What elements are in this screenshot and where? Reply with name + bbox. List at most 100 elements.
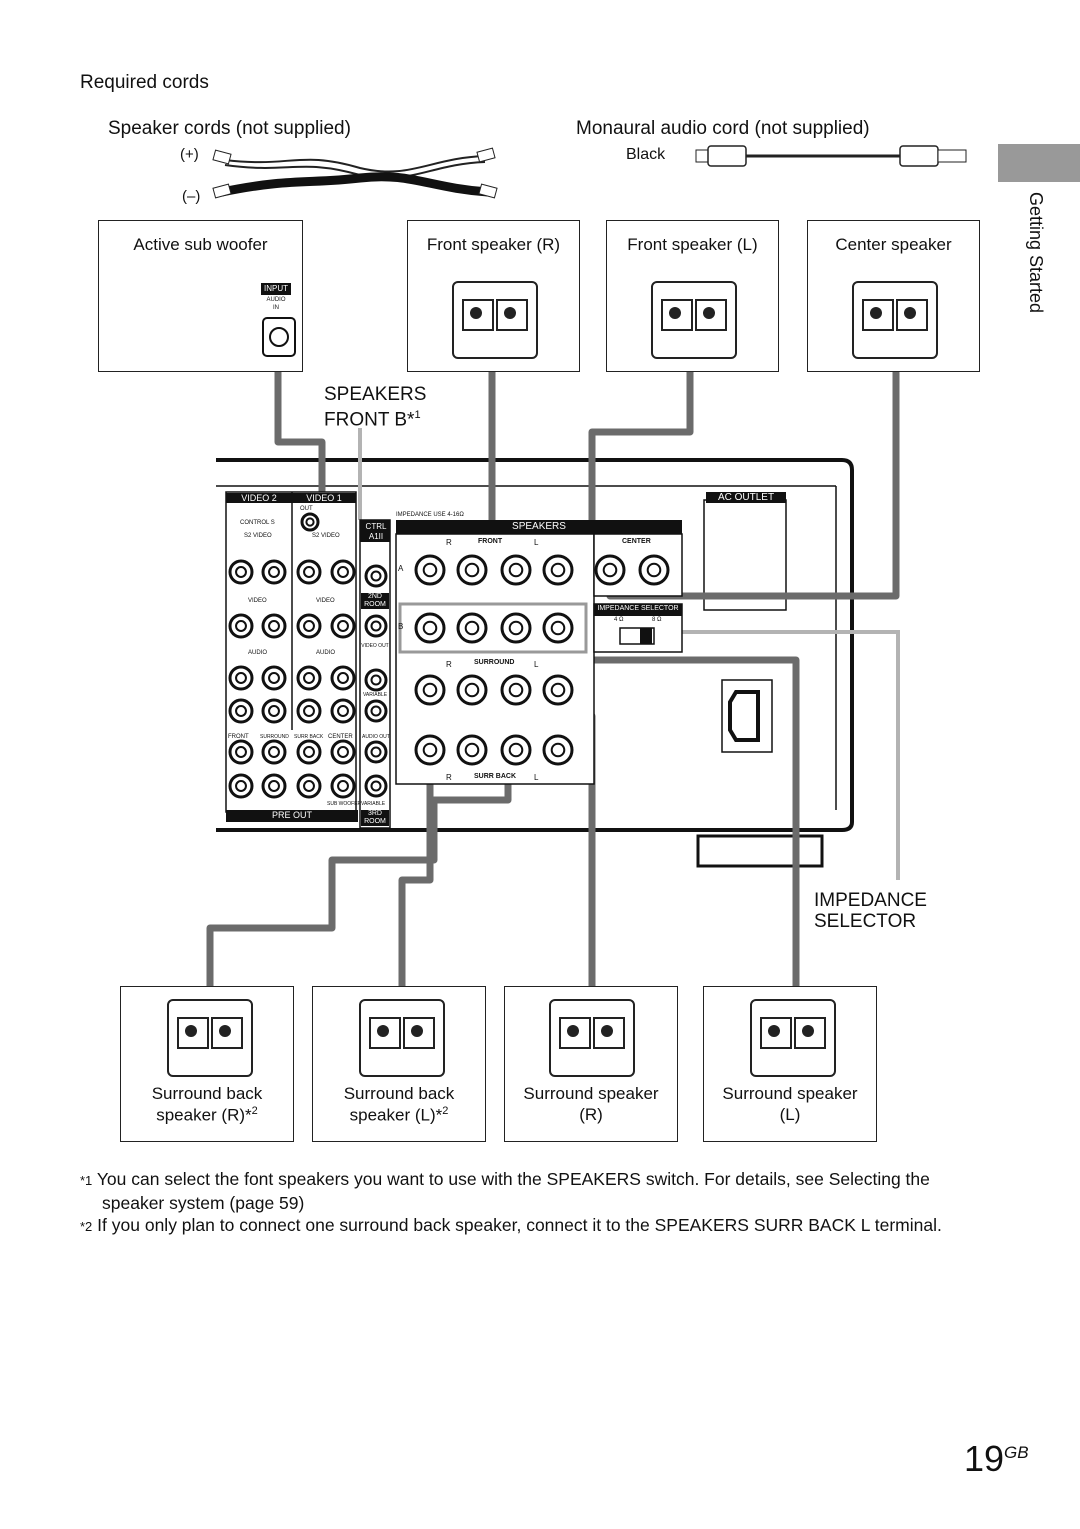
- selector-callout: SELECTOR: [814, 911, 917, 932]
- footnote-1: *1 You can select the font speakers you …: [80, 1168, 1060, 1215]
- panel-a: A: [398, 564, 404, 573]
- panel-jack: [330, 739, 356, 765]
- plus-label: (+): [180, 146, 199, 163]
- panel-jack: [228, 665, 254, 691]
- panel-jack: [330, 613, 356, 639]
- surr-back-l-terminal: [359, 999, 445, 1077]
- speaker-terminal: [638, 554, 670, 586]
- speaker-terminal: [456, 674, 488, 706]
- panel-out: OUT: [300, 506, 313, 512]
- panel-jack: [228, 773, 254, 799]
- center-speaker-label: Center speaker: [835, 235, 952, 254]
- surr-l-label-2: (L): [779, 1105, 801, 1124]
- section-tab-label: Getting Started: [1026, 192, 1046, 314]
- panel-video2: VIDEO 2: [226, 493, 292, 503]
- panel-video-out: VIDEO OUT: [361, 643, 389, 649]
- impedance-callout: IMPEDANCE: [814, 890, 927, 911]
- surr-back-r-label-1: Surround back: [151, 1084, 263, 1103]
- panel-jack: [296, 773, 322, 799]
- panel-ac-outlet: AC OUTLET: [706, 492, 786, 503]
- speaker-cord-illustration: [212, 147, 498, 199]
- minus-label: (–): [182, 188, 201, 205]
- center-speaker-box: Center speaker: [807, 220, 980, 372]
- panel-sub-woofer: SUB WOOFER: [327, 801, 362, 807]
- panel-jack: [296, 665, 322, 691]
- speakers-callout: SPEAKERS: [324, 384, 427, 405]
- panel-jack: [228, 613, 254, 639]
- panel-speakers: SPEAKERS: [512, 521, 566, 532]
- panel-surr-r: R: [446, 660, 452, 669]
- panel-sb-l: L: [534, 773, 539, 782]
- panel-jack: [261, 773, 287, 799]
- front-speaker-r-terminal: [452, 281, 538, 359]
- receiver-outline: [216, 458, 854, 868]
- front-b-callout: FRONT B*1: [324, 409, 421, 431]
- speaker-terminal: [542, 674, 574, 706]
- speaker-terminal: [500, 612, 532, 644]
- panel-s2video-1: S2 VIDEO: [312, 533, 340, 539]
- footnote-1-text-a: You can select the font speakers you wan…: [96, 1169, 824, 1189]
- speaker-terminal: [542, 734, 574, 766]
- panel-a1: A1II: [368, 532, 384, 541]
- panel-jack: [296, 559, 322, 585]
- front-speaker-l-label: Front speaker (L): [627, 235, 758, 254]
- panel-ctrl: CTRL: [365, 522, 387, 531]
- panel-jack: [300, 512, 320, 532]
- speaker-terminal: [414, 734, 446, 766]
- surr-back-l-label-2: speaker (L)*2: [349, 1105, 449, 1125]
- panel-jack: [364, 564, 388, 588]
- panel-sb-r: R: [446, 773, 452, 782]
- callout-lines: [358, 428, 900, 880]
- sub-woofer-box: Active sub woofer INPUT AUDIO IN: [98, 220, 303, 372]
- panel-surround: SURROUND: [260, 734, 289, 740]
- footnote-1-text-c: speaker system: [102, 1193, 225, 1213]
- panel-jack: [228, 698, 254, 724]
- panel-jack: [228, 739, 254, 765]
- panel-jack: [296, 698, 322, 724]
- panel-jack: [364, 668, 388, 692]
- panel-surr-back: SURR BACK: [294, 734, 324, 740]
- panel-front-label: FRONT: [478, 538, 503, 545]
- front-speaker-r-box: Front speaker (R): [407, 220, 580, 372]
- surr-l-terminal: [750, 999, 836, 1077]
- sub-woofer-label: Active sub woofer: [133, 235, 268, 254]
- panel-jack: [364, 774, 388, 798]
- required-cords-heading: Required cords: [80, 72, 209, 93]
- panel-surround-label: SURROUND: [474, 659, 515, 666]
- speaker-terminal: [414, 674, 446, 706]
- footnote-1-mark: *1: [80, 1173, 93, 1188]
- footnote-2: *2 If you only plan to connect one surro…: [80, 1214, 1070, 1238]
- panel-front: FRONT: [228, 734, 249, 740]
- panel-audio-2: AUDIO: [248, 650, 268, 656]
- panel-jack: [261, 613, 287, 639]
- panel-front-l: L: [534, 538, 539, 547]
- panel-s2video-2: S2 VIDEO: [244, 533, 272, 539]
- surr-back-r-label-2: speaker (R)*2: [156, 1105, 258, 1125]
- surr-r-label-1: Surround speaker: [523, 1084, 659, 1103]
- panel-jack: [364, 740, 388, 764]
- surr-l-box: Surround speaker (L): [703, 986, 877, 1142]
- speaker-terminal: [500, 554, 532, 586]
- page-number: 19GB: [964, 1438, 1029, 1479]
- panel-video1: VIDEO 1: [292, 493, 356, 503]
- panel-jack: [330, 773, 356, 799]
- panel-jack: [364, 699, 388, 723]
- panel-jack: [330, 559, 356, 585]
- panel-variable-2: VARIABLE: [361, 801, 386, 807]
- panel-2nd-room: 2ND ROOM: [361, 593, 389, 609]
- panel-3rd-room: 3RD ROOM: [361, 810, 389, 826]
- panel-jack: [261, 665, 287, 691]
- sub-in-label: IN: [273, 305, 279, 311]
- speaker-terminal: [456, 734, 488, 766]
- panel-impedance-use: IMPEDANCE USE 4-16Ω: [396, 512, 464, 518]
- speaker-terminal: [414, 554, 446, 586]
- panel-variable-1: VARIABLE: [362, 692, 388, 698]
- footnote-2-mark: *2: [80, 1219, 93, 1234]
- panel-jack: [330, 665, 356, 691]
- footnote-2-text: If you only plan to connect one surround…: [97, 1215, 942, 1235]
- sub-input-jack: [262, 317, 296, 357]
- panel-jack: [296, 613, 322, 639]
- front-speaker-r-label: Front speaker (R): [426, 235, 561, 254]
- panel-jack: [261, 698, 287, 724]
